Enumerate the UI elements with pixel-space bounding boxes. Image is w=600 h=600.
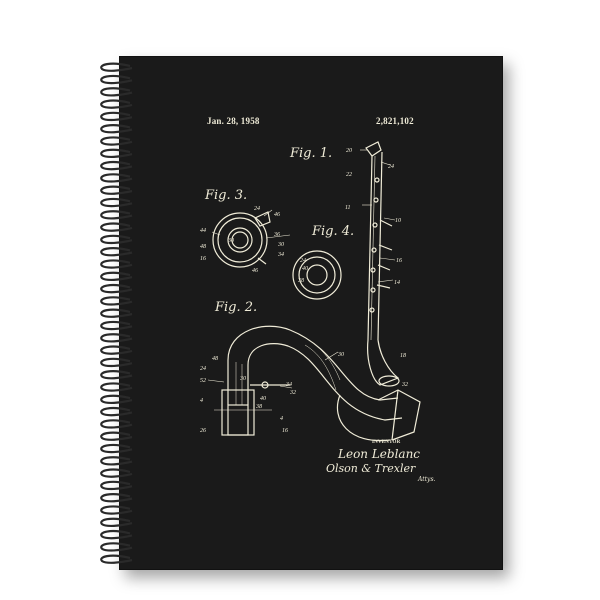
svg-text:48: 48: [200, 243, 206, 250]
spiral-coil: [100, 136, 133, 146]
spiral-coil: [100, 394, 133, 404]
spiral-coil: [100, 505, 133, 515]
spiral-coil: [100, 124, 133, 134]
svg-text:16: 16: [396, 258, 402, 264]
spiral-coil: [100, 234, 133, 245]
svg-text:48: 48: [212, 355, 218, 362]
svg-text:40: 40: [302, 265, 308, 272]
reference-numerals: 20 24 22 11 10 16 14 18 30 32 24 46 36 3…: [200, 148, 408, 434]
spiral-coil: [100, 443, 133, 454]
spiral-coil: [100, 197, 133, 208]
svg-text:20: 20: [346, 148, 352, 154]
spiral-coil: [100, 74, 133, 85]
svg-text:24: 24: [388, 163, 394, 170]
spiral-coil: [100, 493, 133, 503]
spiral-coil: [100, 259, 133, 269]
spiral-coil: [100, 87, 133, 97]
spiral-coil: [100, 247, 133, 257]
fig3-cross-section: [212, 211, 271, 268]
spiral-coil: [100, 431, 133, 441]
fig2-label: Fig. 2.: [215, 300, 258, 315]
spiral-coil: [100, 345, 133, 355]
svg-text:24: 24: [254, 205, 260, 212]
spiral-coil: [100, 173, 133, 183]
spiral-coil: [100, 62, 133, 72]
spiral-coil: [100, 296, 133, 306]
svg-text:30: 30: [277, 242, 284, 248]
svg-text:4: 4: [200, 397, 203, 404]
spiral-coil: [100, 333, 133, 343]
spiral-coil: [100, 382, 133, 392]
svg-text:40: 40: [260, 395, 266, 402]
svg-text:26: 26: [200, 428, 206, 434]
svg-text:30: 30: [239, 376, 246, 382]
spiral-coil: [100, 283, 133, 294]
fig4-cross-section: [292, 250, 342, 300]
spiral-coil: [100, 419, 133, 429]
leader-lines: [207, 149, 396, 389]
svg-text:4: 4: [280, 415, 283, 422]
fig1-label: Fig. 1.: [290, 146, 333, 161]
fig2-neck: [214, 325, 421, 442]
spiral-coil: [100, 406, 133, 417]
spiral-coil: [100, 111, 133, 122]
spiral-coil: [100, 542, 133, 552]
svg-text:38: 38: [297, 278, 304, 284]
fig1-clarinet: [365, 141, 400, 387]
inventor-label: INVENTOR: [372, 440, 401, 445]
spiral-coil: [100, 308, 133, 318]
svg-text:38: 38: [255, 404, 262, 410]
attorney-signature: Olson & Trexler: [326, 462, 416, 475]
svg-text:32: 32: [289, 390, 296, 396]
spiral-coil: [100, 480, 133, 491]
patent-number: 2,821,102: [376, 116, 414, 126]
svg-text:18: 18: [400, 353, 406, 359]
inventor-signature: Leon Leblanc: [338, 447, 421, 461]
svg-text:24: 24: [300, 257, 306, 264]
svg-text:11: 11: [345, 205, 351, 211]
spiral-coil: [100, 222, 133, 232]
spiral-coil: [100, 357, 133, 368]
spiral-coil: [100, 468, 133, 478]
spiral-coil: [100, 320, 133, 331]
spiral-coil: [100, 554, 133, 564]
svg-text:44: 44: [200, 227, 206, 234]
svg-text:34: 34: [277, 251, 284, 258]
svg-text:34: 34: [285, 381, 292, 388]
svg-text:52: 52: [200, 378, 206, 384]
notebook-cover: [119, 56, 503, 570]
attorney-suffix: Attys.: [418, 476, 436, 483]
svg-text:16: 16: [200, 256, 206, 262]
spiral-coil: [100, 529, 133, 540]
fig3-label: Fig. 3.: [205, 188, 248, 203]
spiral-coil: [100, 160, 133, 171]
spiral-coil: [100, 456, 133, 466]
svg-text:30: 30: [337, 352, 344, 358]
svg-text:24: 24: [200, 365, 206, 372]
spiral-coil: [100, 148, 133, 158]
spiral-coil: [100, 99, 133, 109]
svg-text:46: 46: [274, 211, 280, 218]
svg-text:14: 14: [394, 279, 400, 286]
spiral-coil: [100, 517, 133, 527]
spiral-coil: [100, 210, 133, 220]
svg-text:46: 46: [252, 267, 258, 274]
svg-text:16: 16: [282, 428, 288, 434]
svg-text:36: 36: [273, 232, 280, 238]
svg-text:32: 32: [401, 382, 408, 388]
patent-date: Jan. 28, 1958: [207, 116, 260, 126]
svg-text:30: 30: [227, 238, 234, 244]
spiral-coil: [100, 370, 133, 380]
spiral-coil: [100, 185, 133, 195]
svg-text:10: 10: [395, 218, 401, 224]
fig4-label: Fig. 4.: [312, 224, 355, 239]
svg-text:22: 22: [346, 172, 352, 178]
spiral-coil: [100, 271, 133, 281]
